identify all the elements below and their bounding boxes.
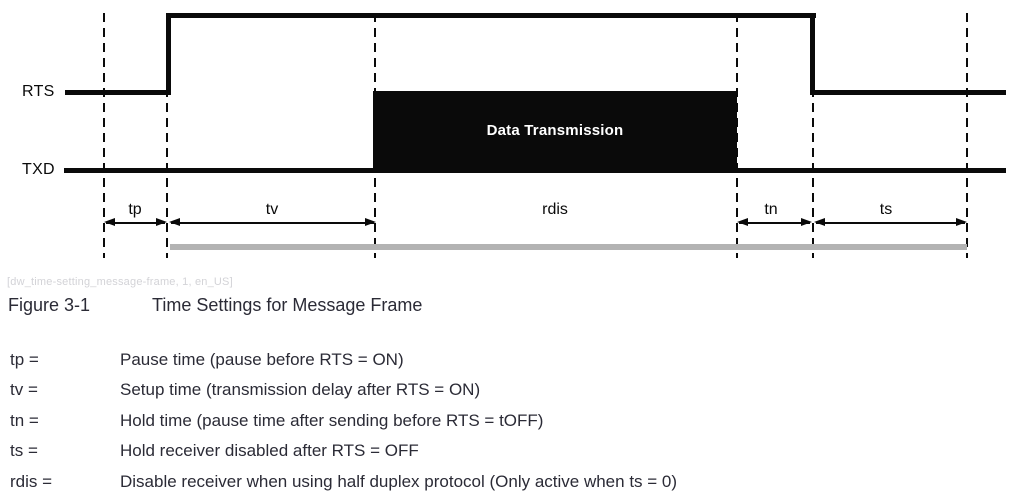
ts-dimension-arrow [814,218,967,227]
timing-diagram: Data Transmission RTS TXD tp tv rdis tn … [22,13,1006,258]
definition-term: tn = [10,411,39,430]
dashed-boundary-line-5 [812,13,814,258]
tv-dimension-arrow [169,218,376,227]
txd-signal-label: TXD [22,161,55,178]
dashed-boundary-line-6 [966,13,968,258]
interval-label-ts: ts [879,201,893,218]
arrow-shaft [816,221,965,224]
rts-falling-edge [810,13,815,95]
arrow-shaft [739,221,810,224]
txd-baseline [64,168,1006,173]
tp-dimension-arrow [104,218,167,227]
figure-source-tag: [dw_time-setting_message-frame, 1, en_US… [7,276,233,288]
definition-term: rdis = [10,472,53,491]
interval-label-tn: tn [764,201,778,218]
definition-term: tv = [10,380,38,399]
definition-description: Disable receiver when using half duplex … [120,472,678,491]
figure-number: Figure 3-1 [8,295,91,315]
interval-label-tp: tp [128,201,142,218]
definition-description: Hold receiver disabled after RTS = OFF [120,441,419,460]
definition-term: tp = [10,350,39,369]
interval-label-rdis: rdis [542,201,568,218]
data-transmission-block: Data Transmission [373,91,737,170]
rts-low-segment-left [65,90,171,95]
rts-high-segment [166,13,816,18]
interval-label-tv: tv [265,201,279,218]
active-period-gray-bar [170,244,967,250]
definition-description: Pause time (pause before RTS = ON) [120,350,404,369]
definition-term: ts = [10,441,38,460]
arrow-shaft [171,221,374,224]
rts-rising-edge [166,13,171,95]
rts-low-segment-right [810,90,1006,95]
dashed-boundary-line-2 [166,13,168,258]
dashed-boundary-line-4 [736,13,738,258]
rts-signal-label: RTS [22,83,55,100]
definition-description: Setup time (transmission delay after RTS… [120,380,481,399]
dashed-boundary-line-1 [103,13,105,258]
figure-title: Time Settings for Message Frame [152,295,423,315]
arrow-shaft [106,221,165,224]
data-transmission-label: Data Transmission [486,122,624,139]
definition-description: Hold time (pause time after sending befo… [120,411,544,430]
tn-dimension-arrow [737,218,812,227]
